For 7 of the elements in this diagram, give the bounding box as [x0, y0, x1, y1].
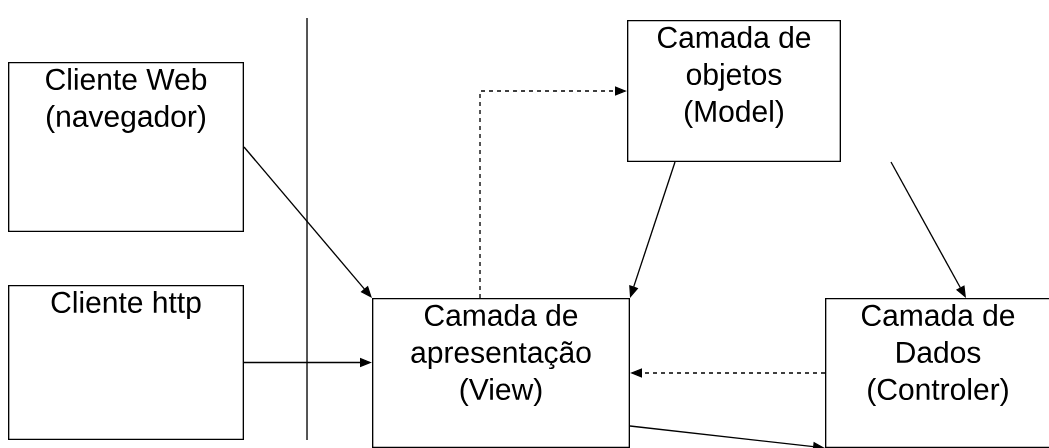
- arrow: [890, 161, 966, 298]
- layer-box: Camada de Dados (Controler): [825, 298, 1049, 448]
- layer-box: Camada de objetos (Model): [627, 20, 841, 162]
- arrow: [243, 146, 372, 298]
- layer-box: Camada de apresentação (View): [372, 298, 630, 448]
- layer-box: Cliente http: [8, 285, 244, 440]
- layer-box: Cliente Web (navegador): [8, 62, 244, 232]
